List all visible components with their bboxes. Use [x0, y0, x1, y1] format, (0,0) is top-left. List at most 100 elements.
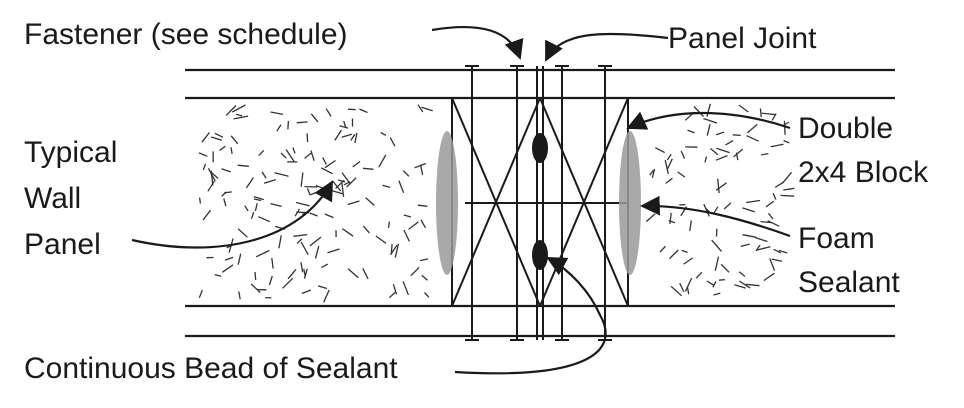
- insulation-fiber: [310, 150, 315, 161]
- insulation-fiber: [198, 152, 208, 157]
- insulation-fiber: [322, 157, 327, 165]
- insulation-fiber: [713, 292, 721, 296]
- insulation-fiber: [732, 134, 741, 137]
- insulation-fiber: [303, 268, 308, 279]
- insulation-fiber: [720, 263, 730, 273]
- insulation-fiber: [649, 169, 654, 176]
- insulation-fiber: [207, 167, 216, 182]
- insulation-fiber: [300, 262, 304, 273]
- insulation-fiber: [306, 133, 309, 143]
- insulation-fiber: [214, 132, 224, 138]
- insulation-fiber: [756, 246, 771, 251]
- insulation-right: [645, 103, 795, 297]
- insulation-fiber: [278, 235, 282, 249]
- insulation-fiber: [738, 271, 746, 277]
- insulation-fiber: [414, 162, 427, 169]
- insulation-fiber: [285, 149, 295, 162]
- insulation-fiber: [782, 171, 793, 184]
- insulation-fiber: [712, 281, 717, 288]
- insulation-fiber: [362, 268, 369, 280]
- insulation-fiber: [677, 171, 686, 178]
- insulation-fiber: [666, 153, 672, 161]
- insulation-fiber: [772, 193, 777, 200]
- insulation-fiber: [303, 268, 306, 276]
- insulation-fiber: [221, 168, 232, 173]
- foam-sealant-label-line1: Foam: [798, 222, 875, 255]
- insulation-fiber: [350, 133, 356, 141]
- insulation-fiber: [362, 167, 374, 170]
- insulation-fiber: [325, 108, 332, 117]
- insulation-fiber: [742, 207, 755, 213]
- insulation-fiber: [761, 152, 769, 156]
- insulation-fiber: [651, 168, 656, 178]
- insulation-fiber: [668, 219, 676, 224]
- insulation-fiber: [261, 171, 267, 179]
- insulation-fiber: [703, 117, 718, 124]
- insulation-fiber: [310, 113, 319, 123]
- insulation-fiber: [198, 197, 202, 204]
- insulation-fiber: [704, 156, 708, 163]
- insulation-fiber: [300, 172, 304, 187]
- insulation-fiber: [201, 132, 210, 143]
- insulation-fiber: [767, 220, 780, 227]
- insulation-fiber: [420, 219, 426, 229]
- insulation-fiber: [235, 113, 243, 117]
- insulation-fiber: [219, 145, 226, 152]
- outer-sheathing-top: [185, 68, 895, 100]
- insulation-fiber: [402, 170, 410, 177]
- insulation-fiber: [740, 243, 750, 248]
- insulation-fiber: [375, 235, 387, 244]
- insulation-fiber: [679, 282, 685, 293]
- insulation-fiber: [223, 198, 227, 207]
- insulation-fiber: [324, 213, 334, 219]
- insulation-fiber: [680, 150, 686, 159]
- continuous-bead-label: Continuous Bead of Sealant: [24, 352, 398, 385]
- insulation-fiber: [378, 154, 387, 168]
- insulation-fiber: [296, 238, 303, 244]
- insulation-fiber: [421, 274, 428, 281]
- insulation-fiber: [263, 178, 276, 184]
- insulation-fiber: [231, 104, 246, 113]
- insulation-fiber: [287, 268, 297, 280]
- insulation-fiber: [346, 177, 357, 188]
- insulation-fiber: [237, 253, 242, 265]
- insulation-fiber: [339, 125, 349, 129]
- insulation-fiber: [417, 204, 428, 207]
- insulation-fiber: [314, 245, 320, 259]
- insulation-fiber: [645, 213, 656, 223]
- insulation-fiber: [417, 104, 424, 113]
- insulation-fiber: [767, 212, 774, 220]
- insulation-fiber: [255, 249, 270, 258]
- insulation-fiber: [746, 199, 761, 204]
- insulation-fiber: [684, 277, 693, 292]
- insulation-fiber: [387, 221, 391, 228]
- foam-sealant-label-line2: Sealant: [798, 266, 900, 299]
- insulation-fiber: [359, 108, 368, 114]
- insulation-fiber: [253, 198, 262, 202]
- insulation-fiber: [403, 229, 410, 242]
- insulation-fiber: [761, 112, 777, 116]
- insulation-left: [198, 104, 433, 303]
- insulation-fiber: [270, 202, 282, 208]
- insulation-fiber: [342, 228, 354, 237]
- insulation-fiber: [324, 159, 336, 169]
- insulation-fiber: [320, 167, 334, 175]
- insulation-fiber: [210, 136, 222, 141]
- insulation-fiber: [237, 164, 249, 167]
- insulation-fiber: [683, 257, 694, 265]
- insulation-fiber: [380, 131, 387, 136]
- panel-joint-label: Panel Joint: [668, 22, 817, 55]
- insulation-fiber: [304, 152, 312, 159]
- insulation-fiber: [654, 147, 666, 154]
- insulation-fiber: [244, 205, 249, 212]
- insulation-fiber: [733, 148, 744, 158]
- insulation-fiber: [343, 181, 351, 186]
- insulation-fiber: [276, 124, 282, 132]
- insulation-fiber: [689, 220, 692, 231]
- insulation-fiber: [778, 249, 788, 254]
- insulation-fiber: [774, 181, 784, 188]
- continuous-sealant-bead: [532, 133, 548, 270]
- insulation-fiber: [282, 277, 294, 289]
- insulation-fiber: [238, 291, 241, 300]
- insulation-fiber: [403, 214, 412, 218]
